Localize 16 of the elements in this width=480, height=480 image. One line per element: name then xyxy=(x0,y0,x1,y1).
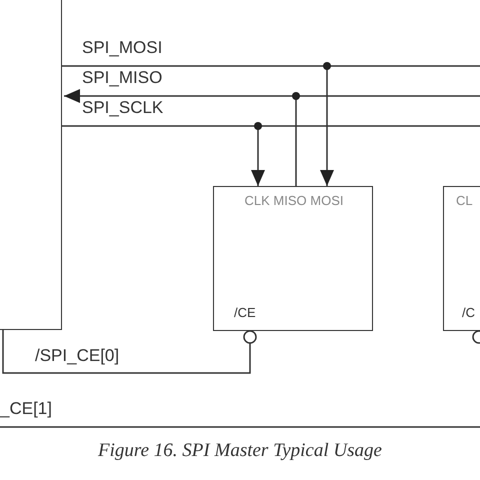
figure-caption: Figure 16. SPI Master Typical Usage xyxy=(97,440,383,462)
signal-line xyxy=(61,62,480,187)
pin-label: CLK MISO MOSI xyxy=(244,193,344,208)
signal-line xyxy=(61,122,480,187)
signal-label: SPI_MOSI xyxy=(82,38,162,58)
signal-label: /SPI_CE[0] xyxy=(35,346,120,366)
signal-label: SPI_MISO xyxy=(82,68,162,88)
pin-label: /C xyxy=(462,305,475,320)
signal-label: SPI_SCLK xyxy=(82,98,164,118)
signal-label: _CE[1] xyxy=(0,399,52,419)
device-box xyxy=(213,186,373,331)
signal-line xyxy=(2,330,257,374)
pin-label: /CE xyxy=(234,305,256,320)
signal-line xyxy=(63,89,480,187)
master-box xyxy=(0,0,62,330)
pin-label: CL xyxy=(456,193,473,208)
